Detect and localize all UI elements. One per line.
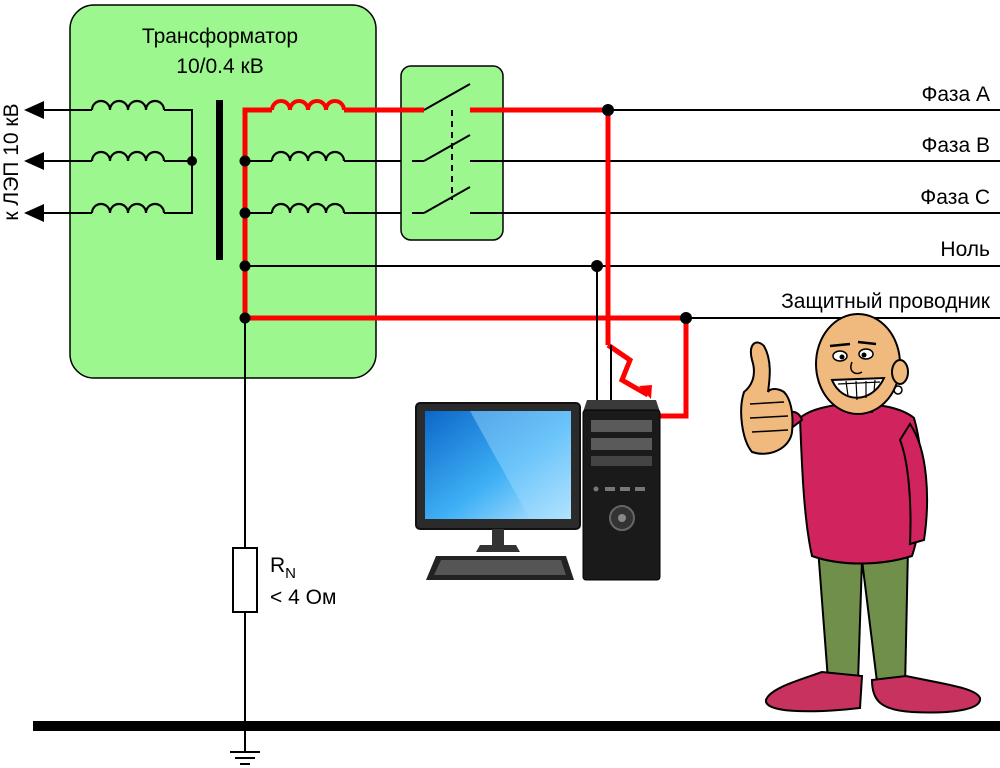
transformer-rating: 10/0.4 кВ [176,55,263,78]
label-protective-conductor: Защитный проводник [781,290,991,313]
label-phase-a: Фаза А [921,83,990,106]
label-phase-b: Фаза В [921,134,990,157]
monitor-icon [415,402,581,552]
grounding-resistor [232,547,258,613]
resistor-symbol: RN [270,554,296,582]
breaker-contacts [412,83,503,214]
hv-arrows [24,101,92,222]
ground-icon [230,731,260,765]
earth-bar [33,721,1000,731]
keyboard-icon [426,556,574,580]
label-neutral: Ноль [940,238,990,261]
computer-feeds [596,266,612,400]
primary-windings [90,99,197,214]
resistor-value: < 4 Ом [270,586,336,609]
hv-line-label: к ЛЭП 10 кВ [0,103,23,220]
transformer-core [216,100,223,260]
person-thumbs-up-illustration [740,313,981,714]
transformer-title: Трансформатор [142,25,298,48]
label-phase-c: Фаза С [920,186,990,209]
fault-current-path [242,107,689,419]
computer-tower-icon [582,400,661,581]
junction-dots [239,104,692,324]
